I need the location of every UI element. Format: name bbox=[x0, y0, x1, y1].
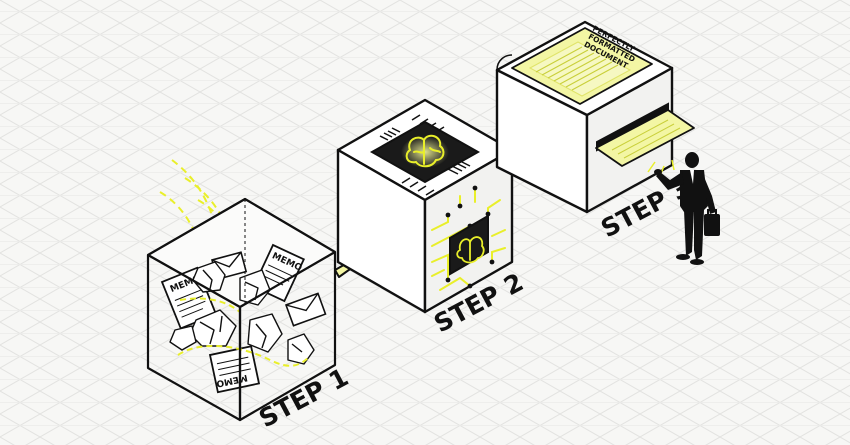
printed-page bbox=[595, 109, 695, 177]
envelope-icon bbox=[284, 292, 327, 327]
crumpled-papers bbox=[169, 261, 315, 365]
brain-icon bbox=[405, 134, 445, 168]
side-circuit bbox=[431, 185, 506, 291]
brain-icon bbox=[456, 236, 485, 264]
step3-printer: PERFECTLY FORMATTED DOCUMENT STEP 3 bbox=[495, 20, 695, 243]
businessman-icon bbox=[654, 152, 720, 265]
scattered-papers: MEMO MEMO MEMO bbox=[160, 243, 327, 394]
briefcase-icon bbox=[704, 209, 720, 236]
formatted-document: PERFECTLY FORMATTED DOCUMENT bbox=[511, 24, 653, 105]
chip-icon bbox=[369, 114, 481, 196]
